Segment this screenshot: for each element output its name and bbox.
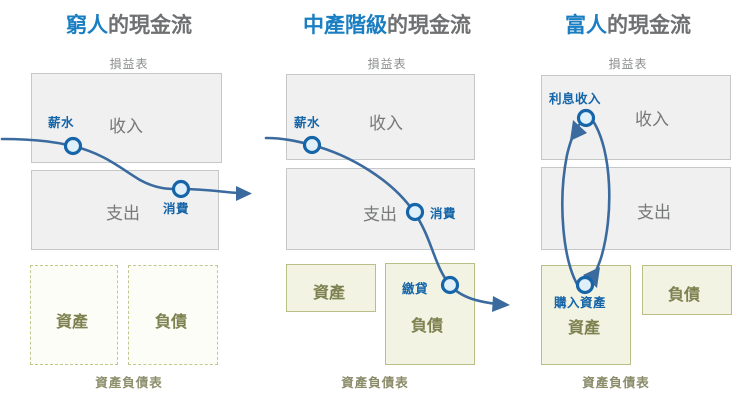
- panel-poor-income-statement-label: 損益表: [109, 57, 149, 71]
- panel-poor-liability-label: 負債: [155, 314, 188, 331]
- panel-rich-title-highlight: 富人: [565, 14, 607, 37]
- panel-middle-node-label-salary: 薪水: [294, 116, 321, 130]
- panel-middle-title-rest: 的現金流: [387, 14, 471, 37]
- panel-rich-asset-box: 資產: [541, 265, 631, 365]
- panel-poor-liability-box: 負債: [128, 265, 218, 365]
- panel-middle-liability-label: 負債: [411, 318, 444, 335]
- panel-middle-title-highlight: 中產階級: [303, 14, 387, 37]
- panel-poor-balance-sheet-label: 資產負債表: [95, 376, 163, 390]
- panel-poor-asset-box: 資產: [30, 265, 118, 365]
- panel-poor-title: 窮人的現金流: [0, 9, 258, 39]
- panel-middle-expense-label: 支出: [363, 205, 397, 224]
- panel-rich: 富人的現金流 損益表 資產負債表 收入 支出 資產 負債 利息收入 購入資產: [516, 0, 740, 404]
- panel-middle-liability-box: 負債: [385, 263, 475, 365]
- panel-rich-node-label-buy-assets: 購入資產: [554, 296, 607, 310]
- panel-middle-income-statement-label: 損益表: [367, 57, 407, 71]
- panel-poor-expense-box: 支出: [31, 170, 219, 250]
- panel-middle-node-label-loan-payment: 繳貸: [402, 282, 429, 296]
- panel-rich-expense-box: 支出: [541, 167, 731, 250]
- panel-rich-expense-label: 支出: [637, 203, 671, 222]
- panel-poor-asset-label: 資產: [56, 314, 89, 331]
- panel-poor-title-highlight: 窮人: [66, 14, 108, 37]
- panel-rich-balance-sheet-label: 資產負債表: [582, 376, 650, 390]
- panel-poor-title-rest: 的現金流: [108, 14, 192, 37]
- panel-rich-title-rest: 的現金流: [607, 14, 691, 37]
- panel-middle-asset-label: 資產: [313, 285, 346, 302]
- panel-poor: 窮人的現金流 損益表 資產負債表 收入 支出 資產 負債 薪水 消費: [0, 0, 258, 404]
- panel-poor-node-label-salary: 薪水: [48, 116, 75, 130]
- panel-poor-node-label-consume: 消費: [163, 202, 190, 216]
- panel-middle-class: 中產階級的現金流 損益表 資產負債表 收入 支出 資產 負債 薪水 消費 繳貸: [258, 0, 516, 404]
- panel-poor-income-label: 收入: [109, 117, 143, 136]
- panel-rich-node-label-interest-income: 利息收入: [549, 92, 602, 106]
- panel-rich-liability-box: 負債: [642, 265, 732, 315]
- panel-rich-title: 富人的現金流: [516, 9, 740, 39]
- panel-middle-balance-sheet-label: 資產負債表: [341, 376, 409, 390]
- panel-rich-asset-label: 資產: [568, 320, 601, 337]
- panel-rich-liability-label: 負債: [668, 287, 701, 304]
- panel-middle-income-label: 收入: [369, 114, 403, 133]
- panel-rich-income-statement-label: 損益表: [608, 57, 648, 71]
- panel-middle-title: 中產階級的現金流: [258, 9, 516, 39]
- panel-middle-asset-box: 資產: [286, 264, 376, 312]
- panel-rich-income-label: 收入: [635, 110, 669, 129]
- panel-poor-expense-label: 支出: [106, 204, 140, 223]
- panel-middle-node-label-consume: 消費: [430, 207, 457, 221]
